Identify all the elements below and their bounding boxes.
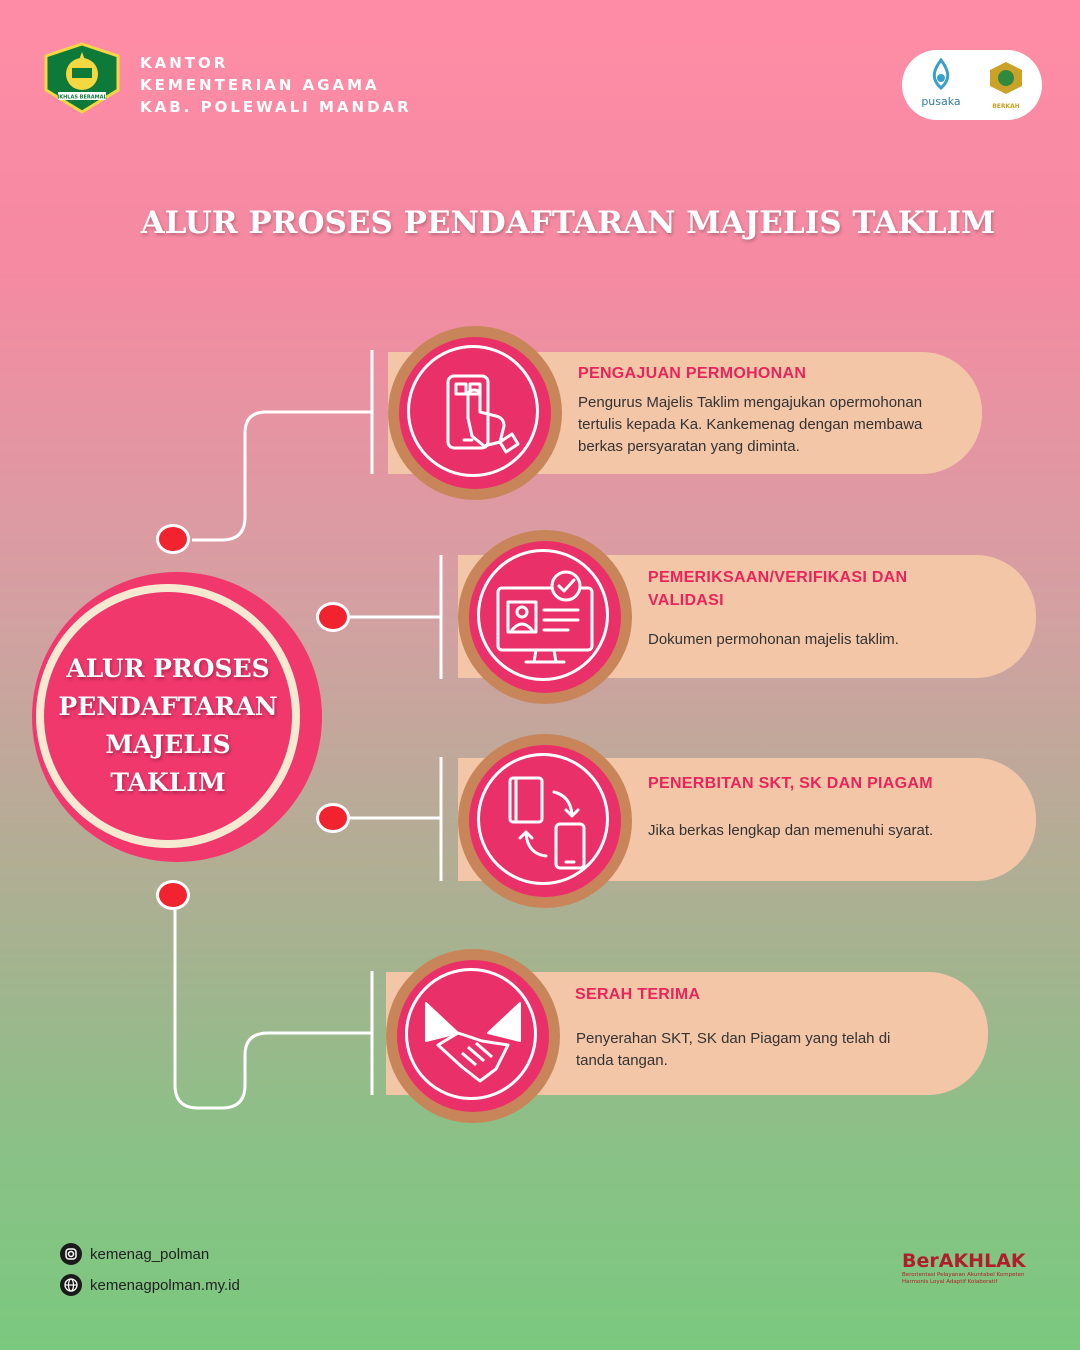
step-4-icon-circle: [386, 949, 560, 1123]
website-link[interactable]: kemenagpolman.my.id: [60, 1274, 240, 1296]
berakhlak-sub-2: Harmonis Loyal Adaptif Kolaboratif: [902, 1279, 998, 1285]
step-4-desc: Penyerahan SKT, SK dan Piagam yang telah…: [576, 1030, 891, 1069]
berakhlak-sub-1: Berorientasi Pelayanan Akuntabel Kompete…: [902, 1272, 1025, 1278]
step-4-title: SERAH TERIMA: [575, 986, 701, 1003]
berakhlak-logo: BerAKHLAK Berorientasi Pelayanan Akuntab…: [902, 1250, 1032, 1286]
globe-icon: [60, 1274, 82, 1296]
connector-dot-1: [156, 524, 190, 554]
logo-ribbon-text: IKHLAS BERAMAL: [57, 95, 107, 101]
instagram-link[interactable]: kemenag_polman: [60, 1243, 209, 1265]
step-2-title: PEMERIKSAAN/VERIFIKASI DAN VALIDASI: [648, 569, 908, 609]
berakhlak-brand: BerAKHLAK: [902, 1250, 1026, 1272]
berkah-text: BERKAH: [992, 103, 1020, 110]
handshake-icon: [425, 1002, 521, 1083]
partner-logos: pusaka BERKAH: [902, 50, 1042, 120]
kemenag-logo: IKHLAS BERAMAL: [42, 42, 122, 114]
step-3-icon-circle: [458, 734, 632, 908]
connector-dot-2: [316, 602, 350, 632]
step-1-icon-circle: [388, 326, 562, 500]
document-transfer-icon: [508, 776, 586, 870]
connector-dot-4: [156, 880, 190, 910]
step-1-desc: Pengurus Majelis Taklim mengajukan operm…: [578, 394, 923, 455]
instagram-icon: [60, 1243, 82, 1265]
page-title: ALUR PROSES PENDAFTARAN MAJELIS TAKLIM: [140, 205, 996, 241]
step-2-desc: Dokumen permohonan majelis taklim.: [648, 631, 899, 648]
verified-id-monitor-icon: [496, 570, 594, 664]
step-1-title: PENGAJUAN PERMOHONAN: [578, 365, 807, 382]
step-3-title: PENERBITAN SKT, SK DAN PIAGAM: [648, 775, 933, 792]
instagram-handle: kemenag_polman: [90, 1245, 210, 1263]
pusaka-logo: pusaka: [916, 57, 966, 108]
berkah-logo: BERKAH: [980, 58, 1032, 110]
org-name: KANTOR KEMENTERIAN AGAMA KAB. POLEWALI M…: [140, 52, 412, 118]
connector-dot-3: [316, 803, 350, 833]
step-3-desc: Jika berkas lengkap dan memenuhi syarat.: [648, 822, 934, 839]
step-2-icon-circle: [458, 530, 632, 704]
center-title-circle: ALUR PROSES PENDAFTARAN MAJELIS TAKLIM: [32, 572, 322, 862]
center-title: ALUR PROSES PENDAFTARAN MAJELIS TAKLIM: [58, 654, 278, 797]
org-line-1: KANTOR: [140, 54, 229, 72]
website-url: kemenagpolman.my.id: [90, 1276, 240, 1294]
pusaka-text: pusaka: [921, 95, 961, 108]
org-line-3: KAB. POLEWALI MANDAR: [140, 98, 412, 116]
tap-phone-icon: [446, 374, 520, 454]
org-line-2: KEMENTERIAN AGAMA: [140, 76, 380, 94]
